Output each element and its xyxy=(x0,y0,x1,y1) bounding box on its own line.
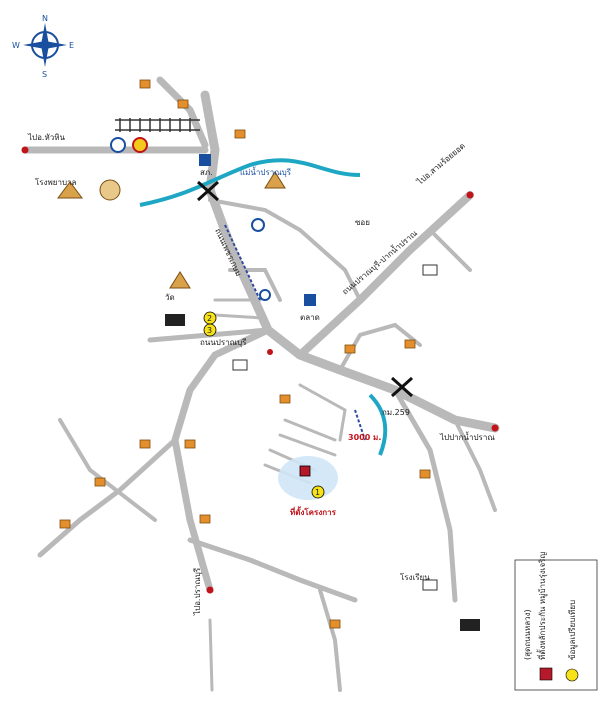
comparable-marker-1 xyxy=(311,485,325,499)
project-marker xyxy=(299,465,311,477)
label-km-259: กม.259 xyxy=(382,408,410,417)
river xyxy=(139,158,388,456)
road-south xyxy=(187,537,358,603)
oil-station-icon xyxy=(132,137,148,153)
label-soi: ซอย xyxy=(355,218,370,227)
junction-icons xyxy=(196,180,414,398)
label-project: ที่ตั้งโครงการ xyxy=(290,506,337,517)
label-to-hua-hin: ไปอ.หัวหิน xyxy=(27,133,65,142)
label-to-pak-nam-pran: ไปปากน้ำปราณ xyxy=(439,431,495,442)
poi-icons xyxy=(57,79,480,631)
bank-icon xyxy=(259,289,271,301)
bank-icon xyxy=(251,218,265,232)
road-south-east-2 xyxy=(453,418,497,512)
road-east-1 xyxy=(298,228,362,302)
temple-icon xyxy=(264,171,286,189)
label-market: ตลาด xyxy=(300,313,320,322)
label-river: แม่น้ำปราณบุรี xyxy=(240,166,292,177)
factory-icon xyxy=(165,314,185,326)
marker-pak-nam xyxy=(491,424,499,432)
railway xyxy=(115,118,200,132)
marker-hua-hin xyxy=(21,146,29,154)
road-west-2 xyxy=(58,418,157,522)
shop-icon xyxy=(199,154,211,166)
label-school: โรงเรียน xyxy=(400,572,430,582)
legend-comparable-label: ข้อมูลเปรียบเทียบ xyxy=(568,600,578,660)
factory-icon xyxy=(460,619,480,631)
river-main xyxy=(139,158,361,207)
school-icon xyxy=(422,264,438,276)
label-hospital: โรงพยาบาล xyxy=(35,177,77,187)
road-east-2 xyxy=(428,228,472,272)
comparable-label-3: 3 xyxy=(207,326,212,335)
road-cross-2 xyxy=(228,268,282,302)
school-icon xyxy=(232,359,248,371)
legend-box xyxy=(514,559,598,691)
dashed-blue-lines xyxy=(224,224,366,441)
label-distance: 3000 ม. xyxy=(348,433,381,442)
road-end-markers xyxy=(21,146,499,594)
comparable-marker-3 xyxy=(203,323,217,337)
school-icon xyxy=(422,579,438,591)
oil-station-icon xyxy=(110,137,126,153)
road-west xyxy=(37,437,178,558)
road-south-east xyxy=(392,387,458,603)
legend-project-swatch xyxy=(539,667,553,681)
marker-sam-roi-yot xyxy=(466,191,474,199)
legend: ที่ตั้งหลักประกัน หมู่บ้านรุ่งเจริญ (สุด… xyxy=(514,552,598,691)
temple-icon xyxy=(57,181,83,199)
road-local-2 xyxy=(208,198,302,232)
road-sam-roi-yot xyxy=(296,191,474,359)
legend-comparable-swatch xyxy=(565,668,579,682)
village-icons xyxy=(59,79,431,629)
temple-icon xyxy=(169,271,191,289)
marker-junction xyxy=(267,349,273,355)
compass-icon: N S E W xyxy=(12,14,74,79)
compass-south: S xyxy=(42,70,47,79)
emblem-icon xyxy=(99,179,121,201)
compass-west: W xyxy=(12,41,20,50)
comparable-label-2: 2 xyxy=(207,314,212,323)
map-labels: ไปอ.หัวหิน ไปอ.สามร้อยยอด ไปปากน้ำปราณ ไ… xyxy=(27,133,495,616)
label-to-pranburi: ไปอ.ปราณบุรี xyxy=(193,567,202,616)
road-local-6 xyxy=(208,618,214,692)
compass-east: E xyxy=(69,41,74,50)
road-phetkasem xyxy=(200,90,500,433)
shop-icon xyxy=(304,294,316,306)
road-to-pranburi-bottom xyxy=(171,326,272,594)
comparable-label-1: 1 xyxy=(315,488,320,497)
river-south xyxy=(368,393,388,456)
label-to-sam-roi-yot: ไปอ.สามร้อยยอด xyxy=(415,141,467,187)
project-highlight xyxy=(278,456,338,500)
road-local-5 xyxy=(318,588,342,692)
road-local-4 xyxy=(213,313,264,320)
compass-north: N xyxy=(42,14,48,23)
comparable-markers: 2 3 1 xyxy=(203,311,325,499)
label-road-4: ถนนปราณบุรี xyxy=(200,338,247,347)
legend-project-label: ที่ตั้งหลักประกัน หมู่บ้านรุ่งเจริญ xyxy=(536,552,548,660)
legend-project-sublabel: (สุดถนนหลวง) xyxy=(523,609,532,660)
label-temple: วัด xyxy=(165,293,175,302)
label-police: สภ. xyxy=(200,168,213,177)
road-north-branch xyxy=(156,76,209,149)
marker-pranburi-bottom xyxy=(206,586,214,594)
